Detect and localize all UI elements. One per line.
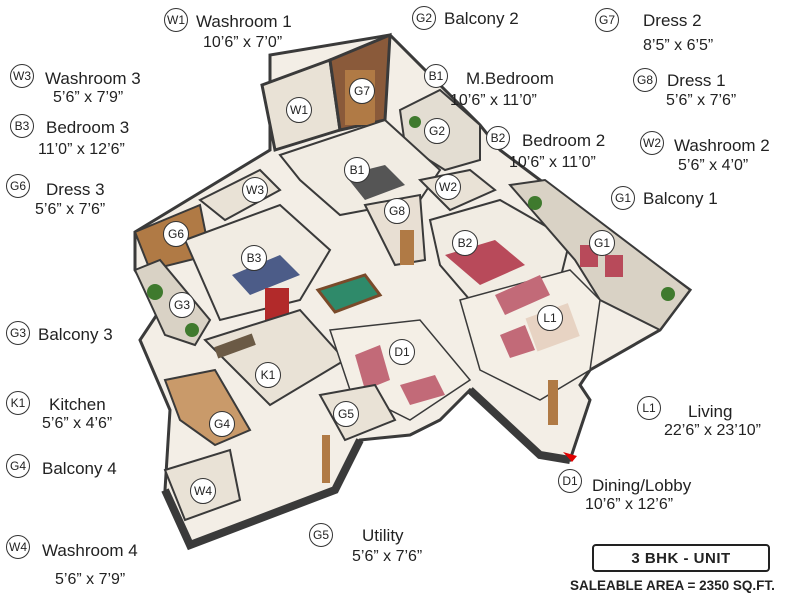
utility-door <box>322 435 330 483</box>
legend-dim-w1: 10’6” x 7’0” <box>203 34 283 51</box>
plan-badge-w1: W1 <box>286 97 312 123</box>
legend-badge-g6: G6 <box>6 174 30 198</box>
legend-dim-g5: 5’6” x 7’6” <box>352 548 423 565</box>
dining-table <box>315 273 383 314</box>
legend-name-d1: Dining/Lobby <box>592 476 692 495</box>
legend-name-w4: Washroom 4 <box>42 541 138 560</box>
legend-badge-k1: K1 <box>6 391 30 415</box>
legend-badge-g5: G5 <box>309 523 333 547</box>
legend-badge-b1: B1 <box>424 64 448 88</box>
lobby-sofa <box>355 345 390 390</box>
legend-dim-l1: 22’6” x 23’10” <box>664 422 761 439</box>
legend-dim-w3: 5’6” x 7’9” <box>53 89 124 106</box>
legend-badge-l1: L1 <box>637 396 661 420</box>
plan-badge-g2: G2 <box>424 118 450 144</box>
plan-badge-w4: W4 <box>190 478 216 504</box>
living-room <box>459 269 601 401</box>
legend-name-g7: Dress 2 <box>643 11 702 30</box>
plan-badge-b2: B2 <box>452 230 478 256</box>
legend-name-g6: Dress 3 <box>46 180 105 199</box>
wardrobe-dress-1 <box>400 230 414 265</box>
legend-badge-w2: W2 <box>640 131 664 155</box>
legend-name-g1: Balcony 1 <box>643 189 718 208</box>
legend-dim-w2: 5’6” x 4’0” <box>678 157 749 174</box>
legend-dim-b1: 10’6” x 11’0” <box>450 92 537 109</box>
bedroom-3-bed <box>232 255 300 295</box>
entry-arrow <box>563 452 577 462</box>
plan-badge-l1: L1 <box>537 305 563 331</box>
plan-badge-g6: G6 <box>163 221 189 247</box>
legend-name-w1: Washroom 1 <box>196 12 292 31</box>
legend-name-l1: Living <box>688 402 733 421</box>
legend-badge-d1: D1 <box>558 469 582 493</box>
legend-dim-g7: 8’5” x 6’5” <box>643 37 714 54</box>
unit-type-box: 3 BHK - UNIT <box>592 544 770 572</box>
saleable-area: SALEABLE AREA = 2350 SQ.FT. <box>570 578 775 593</box>
legend-dim-d1: 10’6” x 12’6” <box>585 496 674 513</box>
legend-name-b3: Bedroom 3 <box>46 118 130 137</box>
legend-name-g3: Balcony 3 <box>38 325 113 344</box>
outer-wall-front <box>161 438 364 551</box>
plan-badge-b3: B3 <box>241 245 267 271</box>
plan-badge-g8: G8 <box>384 198 410 224</box>
legend-dim-b2: 10’6” x 11’0” <box>509 154 596 171</box>
legend-name-k1: Kitchen <box>49 395 106 414</box>
legend-badge-g3: G3 <box>6 321 30 345</box>
legend-badge-w4: W4 <box>6 535 30 559</box>
plant <box>185 323 199 337</box>
legend-dim-g8: 5’6” x 7’6” <box>666 92 737 109</box>
plan-badge-w3: W3 <box>242 177 268 203</box>
legend-dim-g6: 5’6” x 7’6” <box>35 201 106 218</box>
plan-badge-b1: B1 <box>344 157 370 183</box>
legend-dim-b3: 11’0” x 12’6” <box>38 141 125 158</box>
legend-badge-w3: W3 <box>10 64 34 88</box>
entry-door <box>548 380 558 425</box>
legend-badge-g7: G7 <box>595 8 619 32</box>
plan-badge-g4: G4 <box>209 411 235 437</box>
living-sofa <box>495 275 550 315</box>
legend-badge-g4: G4 <box>6 454 30 478</box>
legend-name-w3: Washroom 3 <box>45 69 141 88</box>
plan-badge-g1: G1 <box>589 230 615 256</box>
legend-badge-g1: G1 <box>611 186 635 210</box>
plan-badge-k1: K1 <box>255 362 281 388</box>
legend-badge-g8: G8 <box>633 68 657 92</box>
balcony-1-chair-2 <box>605 255 623 277</box>
plant <box>409 116 421 128</box>
legend-name-w2: Washroom 2 <box>674 136 770 155</box>
legend-name-g2: Balcony 2 <box>444 9 519 28</box>
legend-name-g4: Balcony 4 <box>42 459 117 478</box>
outer-wall-right <box>467 387 571 464</box>
legend-badge-b3: B3 <box>10 114 34 138</box>
legend-name-g8: Dress 1 <box>667 71 726 90</box>
legend-badge-w1: W1 <box>164 8 188 32</box>
legend-badge-g2: G2 <box>412 6 436 30</box>
legend-name-b1: M.Bedroom <box>466 69 554 88</box>
legend-name-g5: Utility <box>362 526 404 545</box>
living-sofa-2 <box>500 325 535 358</box>
plant <box>661 287 675 301</box>
plan-badge-g7: G7 <box>349 78 375 104</box>
kitchen-counter <box>214 333 256 359</box>
legend-dim-k1: 5’6” x 4’6” <box>42 415 113 432</box>
legend-name-b2: Bedroom 2 <box>522 131 606 150</box>
legend-badge-b2: B2 <box>486 126 510 150</box>
plan-badge-w2: W2 <box>435 174 461 200</box>
plan-badge-g5: G5 <box>333 401 359 427</box>
plan-badge-d1: D1 <box>389 339 415 365</box>
legend-dim-w4: 5’6” x 7’9” <box>55 571 126 588</box>
plant <box>528 196 542 210</box>
plan-badge-g3: G3 <box>169 292 195 318</box>
plant <box>147 284 163 300</box>
lobby-sofa-2 <box>400 375 445 405</box>
